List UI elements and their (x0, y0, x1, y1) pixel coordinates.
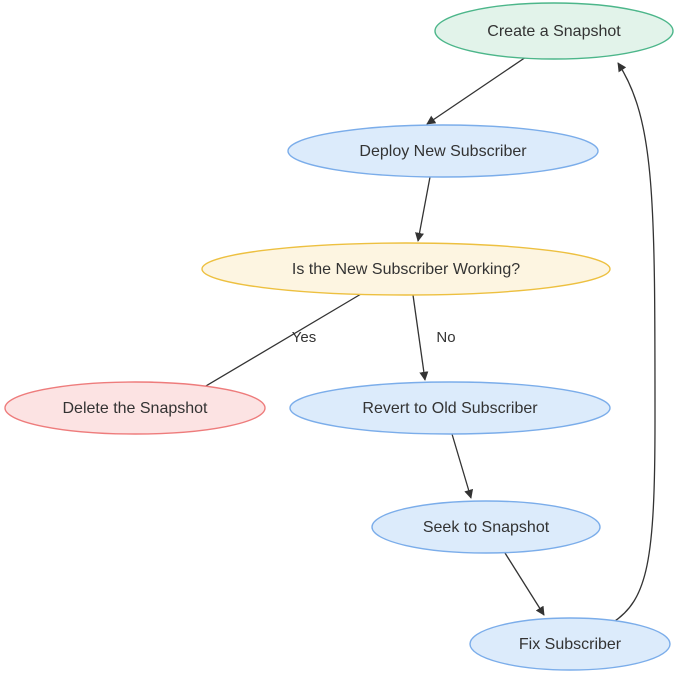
node-create-snapshot[interactable]: Create a Snapshot (434, 2, 674, 60)
edge-deploy-new-subscriber-to-is-new-subscriber-working (415, 176, 431, 242)
node-label-seek-to-snapshot: Seek to Snapshot (423, 519, 550, 536)
edge-labels-layer: Yes No (292, 329, 456, 346)
node-revert-to-old-subscriber[interactable]: Revert to Old Subscriber (289, 381, 611, 435)
edge-revert-to-old-subscriber-to-seek-to-snapshot (451, 433, 474, 499)
edge-create-snapshot-to-deploy-new-subscriber (426, 56, 527, 125)
edge-seek-to-snapshot-to-fix-subscriber (504, 552, 545, 616)
edge-fix-subscriber-to-create-snapshot (611, 62, 656, 624)
node-shape-delete-the-snapshot[interactable] (4, 381, 266, 435)
edge-label-yes: Yes (292, 329, 316, 346)
node-deploy-new-subscriber[interactable]: Deploy New Subscriber (287, 124, 599, 178)
node-delete-the-snapshot[interactable]: Delete the Snapshot (4, 381, 266, 435)
node-shape-deploy-new-subscriber[interactable] (287, 124, 599, 178)
node-label-revert-to-old-subscriber: Revert to Old Subscriber (362, 400, 538, 417)
node-shape-fix-subscriber[interactable] (469, 617, 671, 671)
node-shape-create-snapshot[interactable] (434, 2, 674, 60)
node-fix-subscriber[interactable]: Fix Subscriber (469, 617, 671, 671)
node-label-deploy-new-subscriber: Deploy New Subscriber (359, 143, 527, 160)
node-shape-revert-to-old-subscriber[interactable] (289, 381, 611, 435)
node-label-create-snapshot: Create a Snapshot (487, 23, 621, 40)
node-seek-to-snapshot[interactable]: Seek to Snapshot (371, 500, 601, 554)
node-shape-is-new-subscriber-working[interactable] (201, 242, 611, 296)
node-label-delete-the-snapshot: Delete the Snapshot (63, 400, 209, 417)
node-is-new-subscriber-working[interactable]: Is the New Subscriber Working? (201, 242, 611, 296)
edges-layer (188, 56, 656, 624)
node-label-is-new-subscriber-working: Is the New Subscriber Working? (292, 261, 520, 278)
edge-is-new-subscriber-working-to-revert-to-old-subscriber (412, 294, 429, 381)
edge-label-no: No (436, 329, 455, 346)
node-label-fix-subscriber: Fix Subscriber (519, 636, 622, 653)
node-shape-seek-to-snapshot[interactable] (371, 500, 601, 554)
edge-is-new-subscriber-working-to-delete-the-snapshot (188, 293, 362, 397)
